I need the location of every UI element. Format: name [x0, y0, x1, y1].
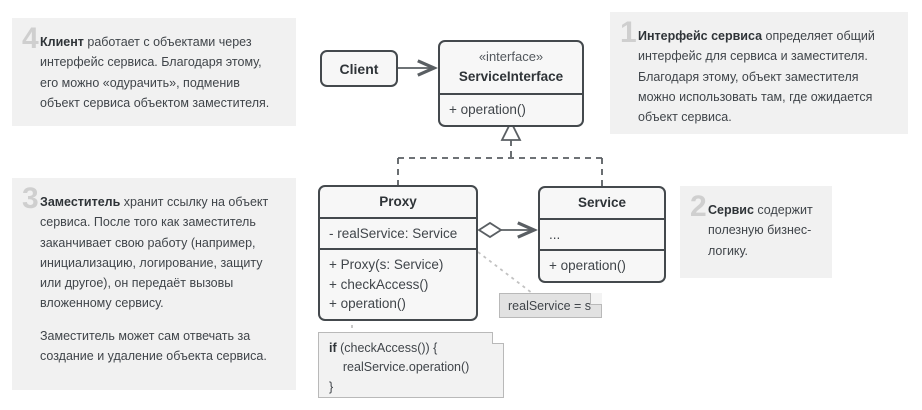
code-line-1-rest: (checkAccess()) { — [336, 341, 438, 355]
operation-item: + operation() — [549, 258, 626, 274]
annotation-rest-4: работает с объектами через интерфейс сер… — [40, 35, 270, 110]
class-box-client[interactable]: Client — [320, 50, 398, 87]
annotation-rest-3: хранит ссылку на объект сервиса. После т… — [40, 195, 269, 311]
annotation-text-3b: Заместитель может сам отвечать за создан… — [40, 328, 267, 363]
annotation-panel-1: 1 Интерфейс сервиса определяет общий инт… — [610, 12, 908, 134]
stereotype-interface: «interface» — [478, 49, 544, 64]
operation-item: + operation() — [329, 296, 406, 312]
annotation-text-2: Сервис содержит полезную бизнес-логику. — [708, 200, 816, 261]
class-box-proxy[interactable]: Proxy - realService: Service + Proxy(s: … — [318, 185, 478, 321]
class-name-proxy: Proxy — [379, 194, 417, 209]
class-header-service-interface: «interface» ServiceInterface — [440, 42, 582, 93]
class-operations-service: + operation() — [540, 249, 664, 281]
attribute-item: ... — [549, 226, 561, 242]
note-fold-corner-icon — [492, 332, 504, 344]
annotation-lead-2: Сервис — [708, 203, 754, 217]
annotation-lead-4: Клиент — [40, 35, 84, 49]
aggregation-diamond — [477, 221, 503, 239]
class-box-service-interface[interactable]: «interface» ServiceInterface + operation… — [438, 40, 584, 127]
class-operations-proxy: + Proxy(s: Service) + checkAccess() + op… — [320, 248, 476, 319]
code-line-2: realService.operation() — [329, 360, 470, 375]
note-real-service-assignment: realService = s — [499, 293, 602, 318]
annotation-text-3: Заместитель хранит ссылку на объект серв… — [40, 192, 280, 314]
annotation-panel-4: 4 Клиент работает с объектами через инте… — [12, 18, 296, 126]
operation-item: + Proxy(s: Service) — [329, 257, 444, 273]
link-proxy-to-service — [477, 221, 534, 239]
annotation-rest-2: содержит полезную бизнес-логику. — [708, 203, 813, 258]
operation-item: + checkAccess() — [329, 276, 429, 292]
class-box-service[interactable]: Service ... + operation() — [538, 186, 666, 283]
class-name-client: Client — [339, 60, 379, 77]
annotation-number-3: 3 — [22, 182, 39, 215]
class-attributes-proxy: - realService: Service — [320, 216, 476, 249]
class-operations-service-interface: + operation() — [440, 93, 582, 125]
note-fold-corner-icon — [590, 293, 602, 305]
operation-item: + operation() — [449, 102, 526, 118]
note-code-snippet: if (checkAccess()) { realService.operati… — [318, 332, 504, 398]
annotation-panel-2: 2 Сервис содержит полезную бизнес-логику… — [680, 186, 832, 278]
annotation-lead-3: Заместитель — [40, 195, 121, 209]
link-realization — [397, 119, 603, 186]
class-name-service-interface: ServiceInterface — [458, 68, 564, 84]
class-name-service: Service — [577, 195, 627, 210]
code-line-3: } — [329, 379, 334, 394]
attribute-item: - realService: Service — [329, 225, 458, 241]
class-attributes-service: ... — [540, 217, 664, 250]
code-keyword-if: if — [329, 341, 337, 355]
annotation-lead-1: Интерфейс сервиса — [638, 29, 763, 43]
annotation-text-4: Клиент работает с объектами через интерф… — [40, 32, 280, 113]
annotation-number-1: 1 — [620, 16, 637, 49]
annotation-number-2: 2 — [690, 190, 707, 223]
annotation-text-1: Интерфейс сервиса определяет общий интер… — [638, 26, 892, 127]
note-real-service-text: realService = s — [508, 299, 592, 313]
code-line-1: if (checkAccess()) { — [329, 339, 493, 358]
annotation-panel-3: 3 Заместитель хранит ссылку на объект се… — [12, 178, 296, 390]
annotation-number-4: 4 — [22, 22, 39, 55]
annotation-rest-1: определяет общий интерфейс для сервиса и… — [638, 29, 875, 124]
